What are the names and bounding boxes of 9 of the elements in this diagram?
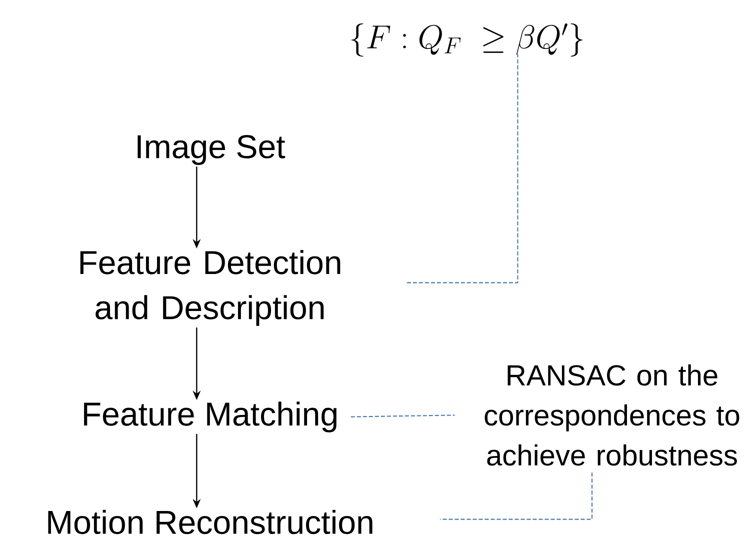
leader-line (406, 54, 518, 284)
step-label: Feature Detection and Description (80, 250, 340, 326)
step-label: Motion Reconstruction (48, 510, 372, 534)
step-label: Image Set (138, 135, 286, 165)
step-label: Feature Matching (84, 402, 336, 432)
formula: $\{F : Q_F \;\geq \beta Q'\}$ (351, 23, 583, 57)
note-text: RANSAC on the correspondences to achieve robustness (484, 364, 740, 466)
leader-line (440, 472, 593, 520)
leader-line (350, 414, 455, 418)
